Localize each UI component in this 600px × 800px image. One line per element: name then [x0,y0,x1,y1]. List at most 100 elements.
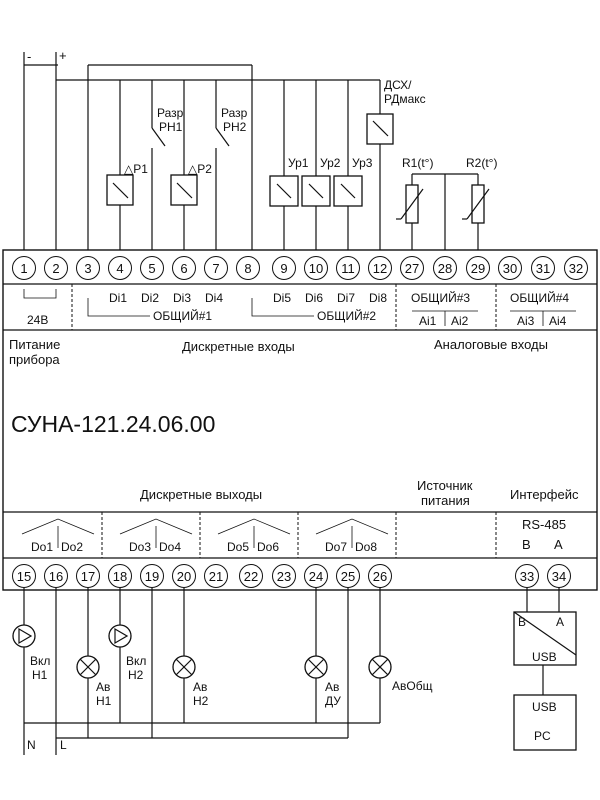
top-terminal-29 [466,256,490,280]
label-common2: ОБЩИЙ#2 [317,308,376,323]
power-source-line2: питания [421,493,470,508]
bottom-terminal-21 [204,564,228,588]
plus-label: + [59,48,67,63]
bottom-terminal-label-15: 15 [17,569,31,584]
label-do1: Do1 [31,540,53,554]
label-do6: Do6 [257,540,279,554]
r1-label: R1(t°) [402,156,433,170]
rs485-a-label: A [554,537,563,552]
mains-l-label: L [60,738,67,752]
vkl-h1-line2: Н1 [32,668,48,682]
razr-rn2-switch [215,80,230,258]
bottom-terminal-label-19: 19 [145,569,159,584]
top-terminal-label-27: 27 [405,261,419,276]
pc-usb-label: USB [532,700,557,714]
top-terminal-label-5: 5 [148,261,155,276]
supply-rails [23,52,380,258]
av-h2-line2: Н2 [193,694,209,708]
label-ai2: Ai2 [451,314,469,328]
power-source-line1: Источник [417,478,473,493]
label-di1: Di1 [109,291,127,305]
converter-usb-label: USB [532,650,557,664]
razr-rn2-line1: Разр [221,106,248,120]
razr-rn2-line2: РН2 [223,120,247,134]
bottom-terminal-34 [547,564,571,588]
top-terminal-5 [140,256,164,280]
label-di4: Di4 [205,291,223,305]
label-do8: Do8 [355,540,377,554]
label-common3: ОБЩИЙ#3 [411,290,470,305]
top-terminal-label-9: 9 [280,261,287,276]
level-sensor-1 [269,80,299,258]
level-3-label: Ур3 [352,156,373,170]
pc-box [513,694,577,751]
top-terminal-6 [172,256,196,280]
av-obsch-lamp [368,655,392,679]
vkl-h1-line1: Вкл [30,654,50,668]
top-terminal-10 [304,256,328,280]
av-h1-line2: Н1 [96,694,112,708]
bottom-terminal-18 [108,564,132,588]
top-terminal-label-29: 29 [471,261,485,276]
rs485-wiring [526,588,560,695]
label-ai1: Ai1 [419,314,437,328]
top-terminal-label-28: 28 [438,261,452,276]
dp2-label: △P2 [188,162,212,176]
top-terminal-1 [12,256,36,280]
top-terminal-3 [76,256,100,280]
av-h2-lamp [172,655,196,679]
top-terminal-label-8: 8 [244,261,251,276]
rs485-label: RS-485 [522,517,566,532]
bottom-terminal-label-26: 26 [373,569,387,584]
label-do4: Do4 [159,540,181,554]
bottom-terminal-label-33: 33 [520,569,534,584]
model-title: СУНА-121.24.06.00 [11,411,215,437]
top-terminal-30 [498,256,522,280]
bottom-terminal-label-16: 16 [49,569,63,584]
label-di2: Di2 [141,291,159,305]
razr-rn1-switch [151,80,166,258]
bottom-terminal-22 [239,564,263,588]
bottom-terminal-17 [76,564,100,588]
vkl-h2-line2: Н2 [128,668,144,682]
av-obsch-label: АвОбщ [392,679,433,693]
top-terminal-label-12: 12 [373,261,387,276]
interface-label: Интерфейс [510,487,579,502]
bottom-terminal-label-23: 23 [277,569,291,584]
label-ai4: Ai4 [549,314,567,328]
label-di8: Di8 [369,291,387,305]
minus-label: - [27,49,31,64]
top-terminal-label-32: 32 [569,261,583,276]
thermistors [396,173,490,258]
power-label-line1: Питание [9,337,60,352]
bottom-terminal-20 [172,564,196,588]
dp2-relay [170,80,198,258]
dsx-line2: РДмакс [384,92,426,106]
label-di5: Di5 [273,291,291,305]
dsx-line1: ДСХ/ [384,78,412,92]
av-h1-lamp [76,655,100,679]
label-do5: Do5 [227,540,249,554]
bottom-terminal-label-21: 21 [209,569,223,584]
level-2-label: Ур2 [320,156,341,170]
top-terminal-label-1: 1 [20,261,27,276]
top-terminal-9 [272,256,296,280]
label-24v: 24В [27,313,48,327]
label-di3: Di3 [173,291,191,305]
bottom-terminal-label-17: 17 [81,569,95,584]
bottom-terminal-label-18: 18 [113,569,127,584]
level-1-label: Ур1 [288,156,309,170]
label-ai3: Ai3 [517,314,535,328]
top-terminal-label-7: 7 [212,261,219,276]
top-terminal-31 [531,256,555,280]
top-terminal-28 [433,256,457,280]
rs485-b-label: B [522,537,531,552]
top-terminal-27 [400,256,424,280]
top-terminal-4 [108,256,132,280]
vkl-h2-indicator [108,624,132,648]
razr-rn1-line1: Разр [157,106,184,120]
